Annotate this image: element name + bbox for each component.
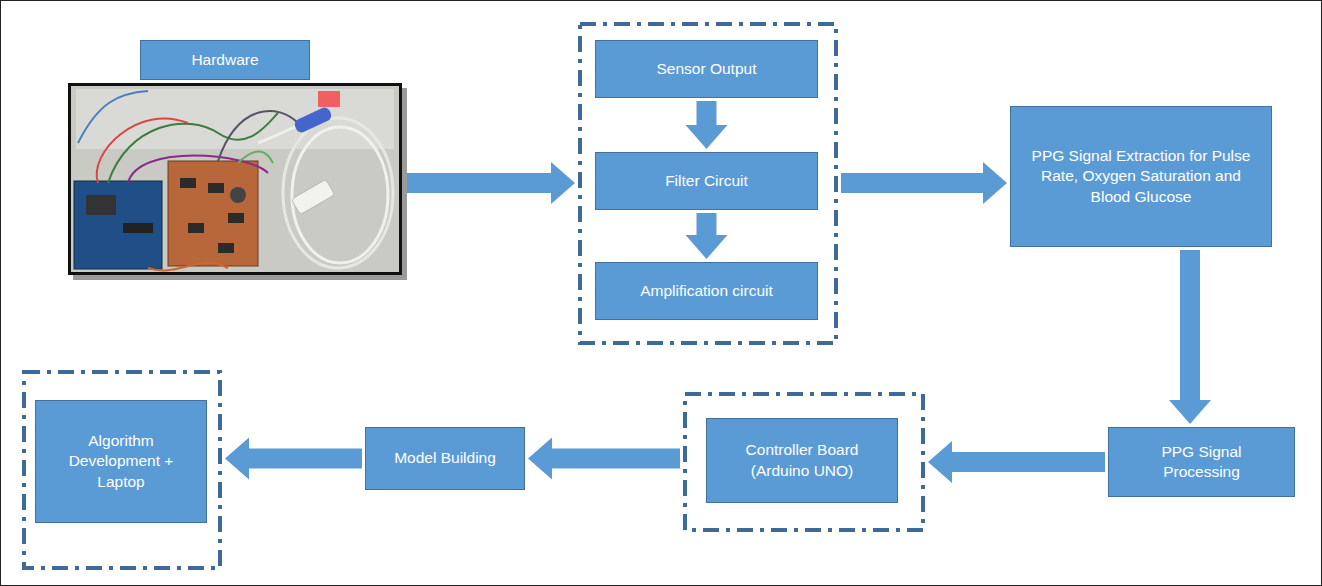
wire bbox=[108, 113, 278, 183]
wire bbox=[97, 118, 188, 183]
box-label: PPG Signal Extraction for Pulse Rate, Ox… bbox=[1025, 146, 1257, 206]
finger-clip bbox=[293, 106, 333, 135]
box-label: Filter Circuit bbox=[665, 171, 748, 191]
block-arrow bbox=[405, 162, 575, 204]
connector-plug bbox=[291, 179, 335, 215]
box-label: Algorithm Development + Laptop bbox=[52, 431, 190, 491]
dashed-group: Algorithm Development + Laptop bbox=[22, 370, 222, 570]
process-box: Sensor Output bbox=[595, 40, 818, 98]
heading-box: Hardware bbox=[140, 40, 310, 80]
block-arrow bbox=[528, 438, 680, 480]
process-box: Filter Circuit bbox=[595, 152, 818, 210]
sensor-tag bbox=[318, 91, 340, 107]
dashed-group: Controller Board (Arduino UNO) bbox=[683, 392, 925, 532]
header bbox=[123, 223, 153, 233]
box-label: Model Building bbox=[394, 448, 496, 468]
process-box: Algorithm Development + Laptop bbox=[35, 400, 207, 523]
box-label: PPG Signal Processing bbox=[1123, 442, 1280, 482]
dashed-outline-rect bbox=[685, 394, 923, 530]
wire bbox=[218, 111, 298, 161]
process-box: Model Building bbox=[365, 427, 525, 490]
block-arrow bbox=[686, 213, 728, 259]
box-label: Sensor Output bbox=[657, 59, 757, 79]
hardware-photo-node: Hardware bbox=[68, 40, 402, 276]
component bbox=[188, 223, 204, 233]
component bbox=[230, 187, 246, 203]
dashed-outline-rect bbox=[580, 24, 836, 343]
process-box: Amplification circuit bbox=[595, 262, 818, 320]
component bbox=[228, 213, 244, 223]
sensor-cable bbox=[283, 118, 393, 268]
component bbox=[180, 178, 196, 188]
box-label: Amplification circuit bbox=[640, 281, 773, 301]
wire bbox=[78, 91, 148, 143]
wire bbox=[238, 151, 273, 163]
process-box: PPG Signal Extraction for Pulse Rate, Ox… bbox=[1010, 106, 1272, 247]
circuit-board bbox=[168, 161, 258, 266]
arduino-board bbox=[74, 181, 162, 269]
block-arrow bbox=[928, 441, 1105, 483]
wire bbox=[128, 156, 268, 184]
component bbox=[218, 243, 234, 253]
block-arrow bbox=[1169, 250, 1211, 424]
wire bbox=[148, 263, 228, 270]
photo-frame bbox=[70, 85, 401, 274]
component bbox=[208, 183, 224, 193]
chip bbox=[86, 195, 116, 215]
dashed-outline-rect bbox=[24, 372, 220, 568]
dashed-group: Sensor OutputFilter CircuitAmplification… bbox=[578, 22, 838, 345]
process-box: PPG Signal Processing bbox=[1108, 427, 1295, 497]
heading-text: Hardware bbox=[191, 50, 258, 70]
sensor-cable bbox=[292, 127, 388, 263]
block-arrow bbox=[841, 162, 1007, 204]
block-arrow bbox=[225, 438, 362, 480]
block-arrow bbox=[686, 101, 728, 149]
box-label: Controller Board (Arduino UNO) bbox=[725, 440, 879, 480]
process-box: Controller Board (Arduino UNO) bbox=[706, 418, 898, 503]
hardware-photo bbox=[68, 83, 408, 281]
